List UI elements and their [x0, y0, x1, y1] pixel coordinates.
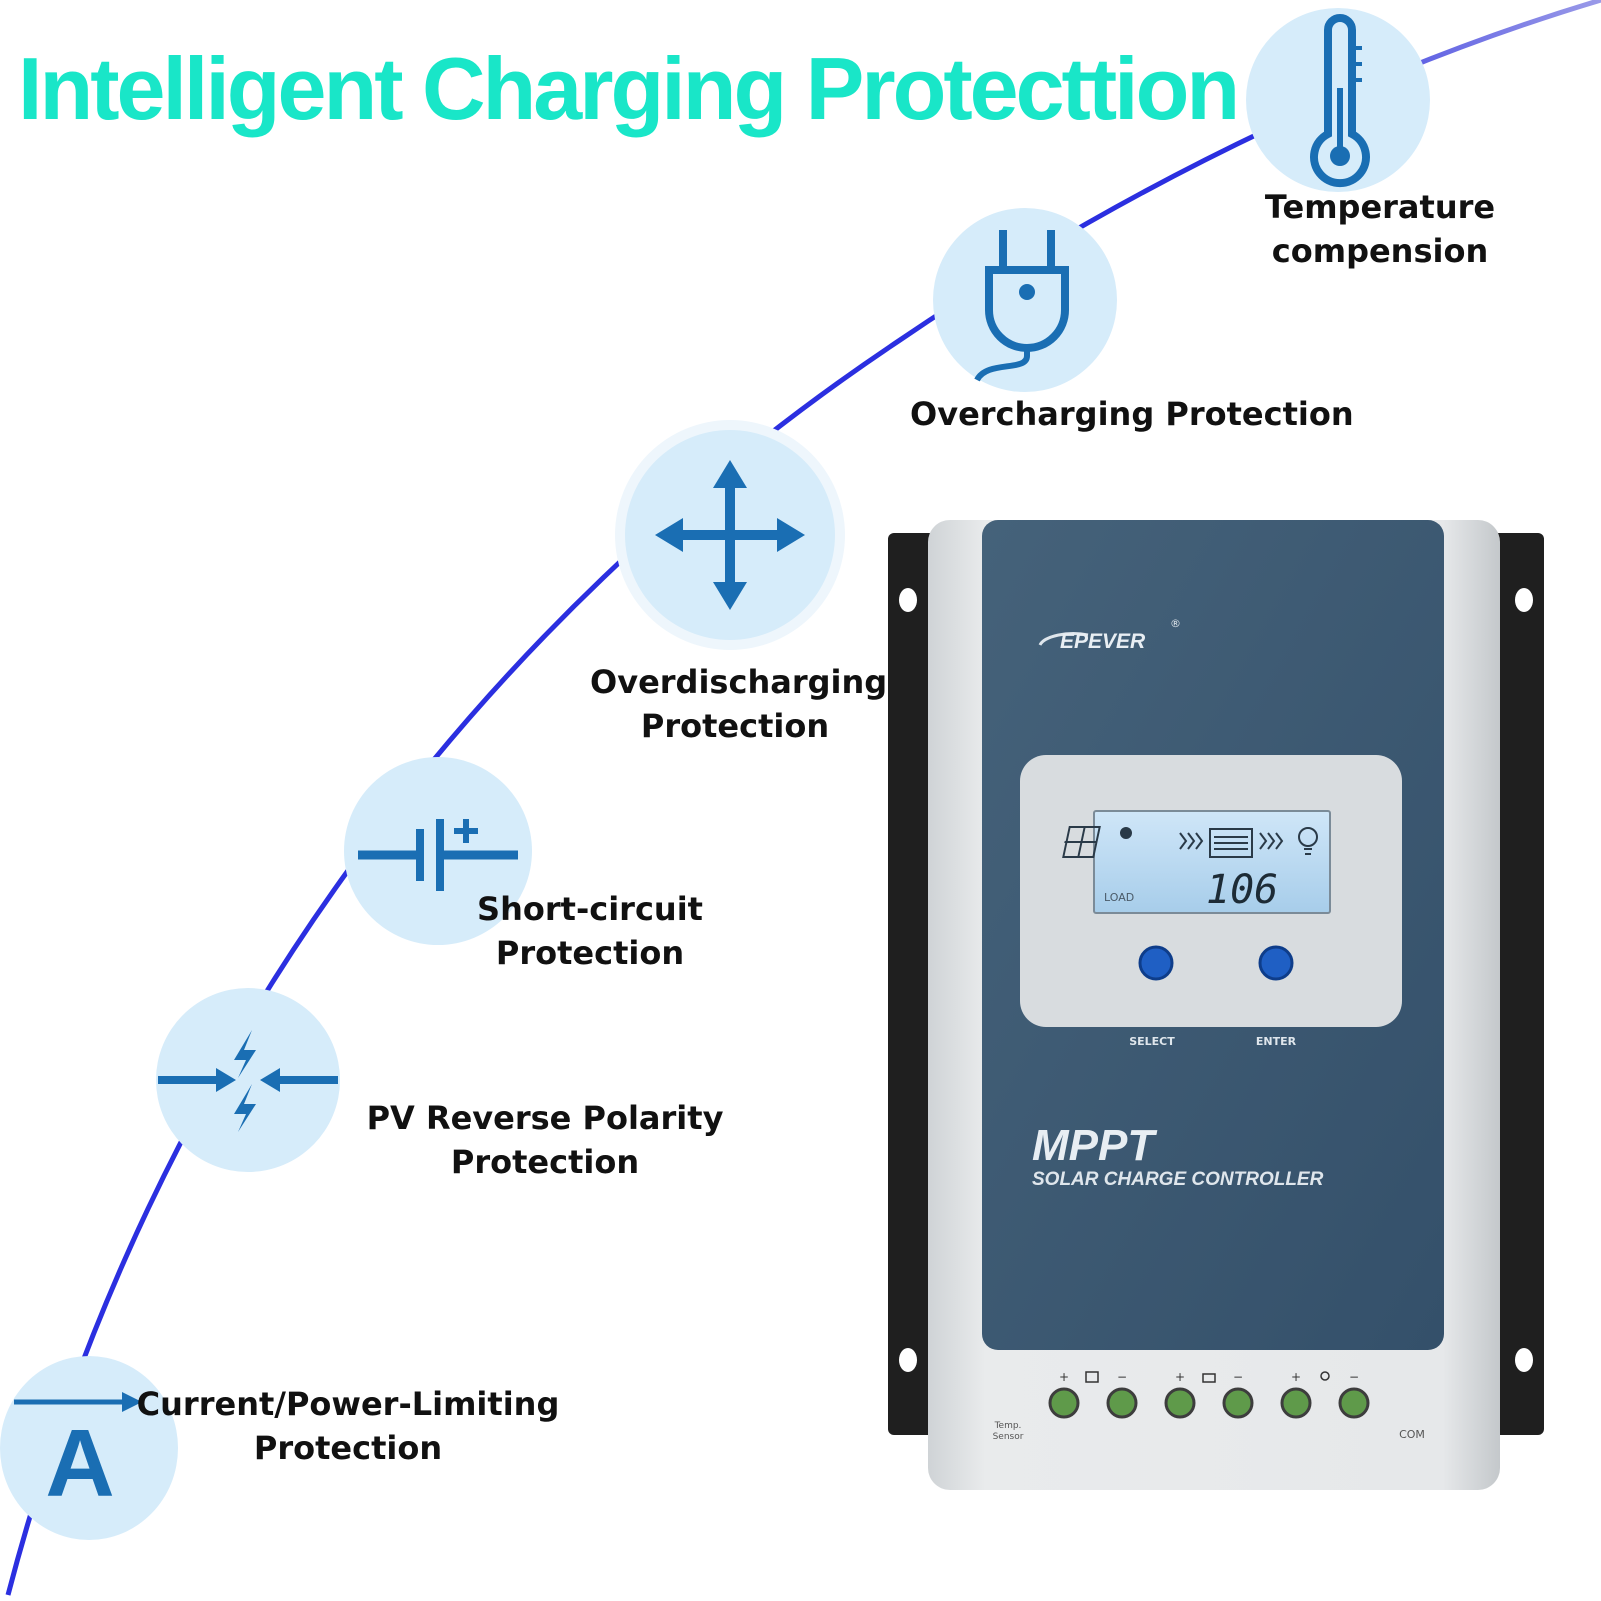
model-subtitle: SOLAR CHARGE CONTROLLER [1032, 1169, 1324, 1190]
com-label: COM [1399, 1428, 1425, 1441]
feature-temperature [1246, 8, 1430, 192]
feature-label-line2: Protection [450, 1143, 640, 1181]
terminal-bat-minus: − [1233, 1370, 1243, 1384]
four-way-arrows-icon [655, 460, 805, 610]
ampere-letter: A [45, 1410, 114, 1517]
left-bracket [888, 533, 938, 1435]
ampere-icon: A [14, 1392, 142, 1517]
charge-controller-image: EPEVER ® LOAD 106 SELECT ENTER MPPT SOLA… [880, 515, 1560, 1500]
right-bracket [1492, 533, 1544, 1435]
select-button[interactable] [1138, 945, 1174, 981]
lcd-value: 106 [1206, 867, 1278, 913]
enter-button[interactable] [1258, 945, 1294, 981]
terminal-load-plus: + [1291, 1370, 1301, 1384]
select-button-label: SELECT [1129, 1035, 1175, 1048]
brand-logo: EPEVER [1060, 630, 1146, 653]
registered-mark: ® [1170, 617, 1181, 630]
terminal-block [1048, 1387, 1370, 1419]
model-name: MPPT [1032, 1121, 1157, 1170]
terminal-pv-plus: + [1059, 1370, 1069, 1384]
feature-pv-reverse [156, 988, 340, 1172]
feature-short-circuit [344, 757, 532, 945]
thermometer-icon [1310, 14, 1370, 187]
feature-temperature-label: Temperature compension [1230, 185, 1530, 273]
feature-overcharging-label: Overcharging Protection [910, 392, 1370, 436]
feature-label-line1: Temperature [1264, 188, 1496, 226]
solar-panel-small-icon [1085, 1371, 1099, 1383]
enter-button-label: ENTER [1256, 1035, 1297, 1048]
feature-label-line2: compension [1271, 232, 1489, 270]
feature-overdischarging [625, 430, 835, 640]
lcd-status-icons [1062, 826, 1318, 858]
terminal-load-minus: − [1349, 1370, 1359, 1384]
feature-short-circuit-label: Short-circuit Protection [470, 887, 710, 975]
feature-label-line1: Current/Power-Limiting [136, 1385, 560, 1423]
feature-current-limiting: A [0, 1356, 178, 1540]
terminal-bat-plus: + [1175, 1370, 1185, 1384]
feature-label-line2: Protection [495, 934, 685, 972]
plug-icon [974, 230, 1069, 382]
charge-controller-drawing: EPEVER ® LOAD 106 SELECT ENTER MPPT SOLA… [888, 520, 1544, 1490]
feature-label-line1: Overdischarging [590, 663, 888, 701]
feature-label-line1: Overcharging Protection [910, 395, 1354, 433]
feature-overcharging [933, 208, 1117, 392]
feature-label-line1: Short-circuit [477, 890, 703, 928]
feature-current-limiting-label: Current/Power-Limiting Protection [132, 1382, 564, 1470]
page-title: Intelligent Charging Protecttion [18, 39, 1240, 138]
feature-label-line2: Protection [253, 1429, 443, 1467]
temp-sensor-label-2: Sensor [993, 1432, 1024, 1442]
temp-sensor-label-1: Temp. [994, 1421, 1022, 1431]
feature-label-line2: Protection [640, 707, 830, 745]
battery-small-icon [1202, 1373, 1216, 1383]
feature-overdischarging-label: Overdischarging Protection [590, 660, 888, 748]
converging-arrows-lightning-icon [158, 1030, 338, 1132]
battery-symbol-icon [358, 819, 518, 891]
terminal-pv-minus: − [1117, 1370, 1127, 1384]
bulb-small-icon [1320, 1371, 1330, 1381]
feature-label-line1: PV Reverse Polarity [366, 1099, 724, 1137]
feature-pv-reverse-label: PV Reverse Polarity Protection [360, 1096, 730, 1184]
lcd-load-label: LOAD [1104, 891, 1134, 904]
